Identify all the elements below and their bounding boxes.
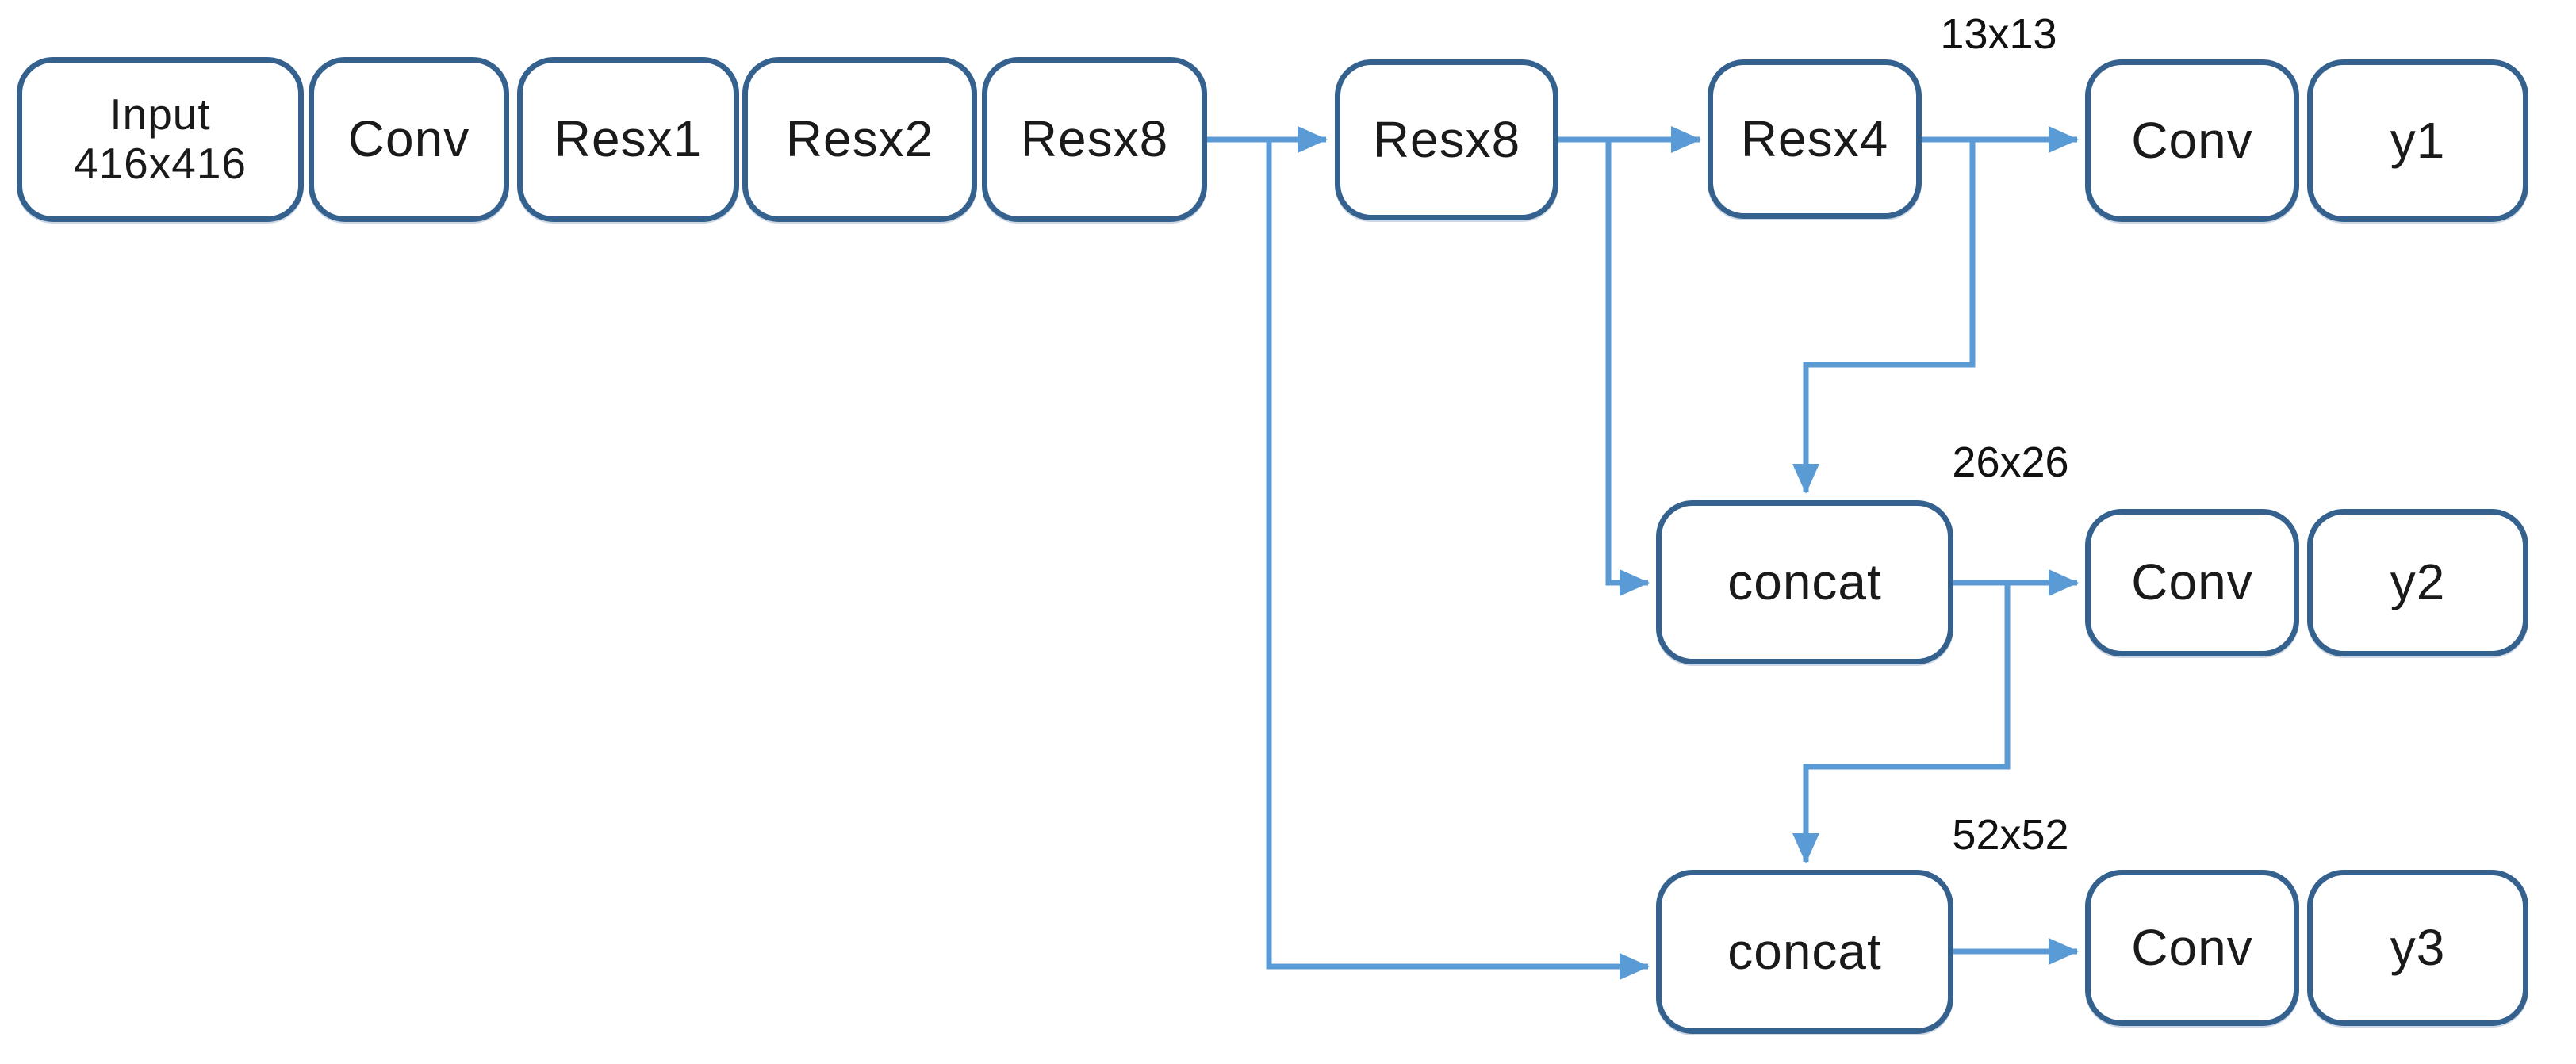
node-conv-y2-label: Conv xyxy=(2131,553,2253,611)
node-conv-y1: Conv xyxy=(2085,59,2299,222)
edge-resx8a-branch-to-concat52 xyxy=(1266,140,1650,980)
node-resx2: Resx2 xyxy=(742,57,977,222)
node-resx8-a: Resx8 xyxy=(982,57,1207,222)
annotation-scale-52x52: 52x52 xyxy=(1952,811,2069,859)
node-conv-y1-label: Conv xyxy=(2131,111,2253,169)
node-resx1: Resx1 xyxy=(517,57,739,222)
node-resx1-label: Resx1 xyxy=(554,110,703,168)
node-resx8-a-label: Resx8 xyxy=(1020,110,1169,168)
node-concat-26: concat xyxy=(1656,500,1953,664)
node-concat-26-label: concat xyxy=(1727,553,1882,610)
node-conv-backbone: Conv xyxy=(309,57,509,222)
node-y2-label: y2 xyxy=(2390,553,2446,611)
edge-resx8b-branch-to-concat26 xyxy=(1605,140,1650,596)
node-y3: y3 xyxy=(2307,870,2528,1026)
node-resx4: Resx4 xyxy=(1708,59,1922,219)
node-input: Input 416x416 xyxy=(17,57,304,222)
node-conv-y3: Conv xyxy=(2085,870,2299,1026)
node-input-label-line1: Input xyxy=(109,90,211,140)
node-y1: y1 xyxy=(2307,59,2528,222)
node-conv-y3-label: Conv xyxy=(2131,918,2253,976)
annotation-scale-13x13: 13x13 xyxy=(1940,10,2057,58)
node-resx2-label: Resx2 xyxy=(785,110,934,168)
node-concat-52: concat xyxy=(1656,870,1953,1034)
node-resx4-label: Resx4 xyxy=(1740,109,1889,167)
node-input-label-line2: 416x416 xyxy=(73,139,247,188)
node-resx8-b: Resx8 xyxy=(1335,59,1558,220)
node-y1-label: y1 xyxy=(2390,111,2446,169)
node-conv-backbone-label: Conv xyxy=(347,110,470,168)
annotation-scale-26x26: 26x26 xyxy=(1952,438,2069,486)
node-conv-y2: Conv xyxy=(2085,509,2299,656)
node-y3-label: y3 xyxy=(2390,918,2446,976)
node-concat-52-label: concat xyxy=(1727,922,1882,980)
node-y2: y2 xyxy=(2307,509,2528,656)
node-resx8-b-label: Resx8 xyxy=(1372,110,1521,168)
